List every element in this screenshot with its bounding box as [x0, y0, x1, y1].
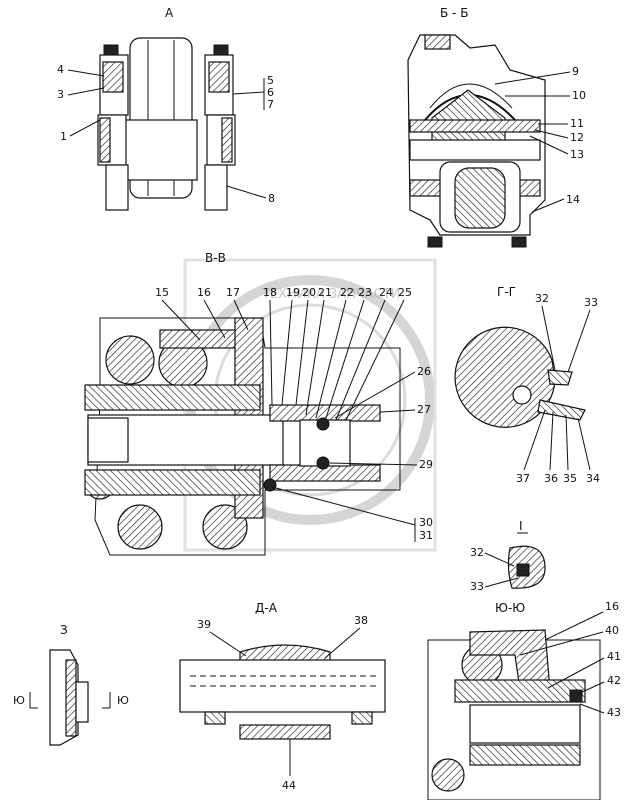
- callout-i-32: 32: [470, 546, 484, 559]
- watermark-text: ТЕХНИКА ЗАПЧАСТИ: [261, 287, 400, 302]
- callout-33: 33: [584, 296, 598, 309]
- view-gg-title: Г-Г: [497, 285, 516, 299]
- callout-16: 16: [197, 286, 211, 299]
- view-aa-bottom-cap: [239, 724, 331, 740]
- view-gg: Г-Г 32 33 37 36 35 34: [454, 285, 600, 485]
- callout-13: 13: [570, 148, 584, 161]
- callout-38: 38: [354, 614, 368, 627]
- callout-17: 17: [226, 286, 240, 299]
- callout-5: 5: [267, 74, 274, 87]
- view-gg-disk: [454, 326, 556, 428]
- view-vv: В-В 15 16 17 18 19 20 21 22 23 24 25: [84, 251, 433, 556]
- view-a: А 4 3 1 5 6 7 8: [57, 6, 275, 211]
- view-gg-clamp-bottom: [537, 399, 586, 421]
- view-bb: Б - Б 9 10 11 12 13 14: [407, 6, 586, 248]
- callout-30: 30: [419, 516, 433, 529]
- callout-43: 43: [607, 706, 621, 719]
- view-aa-top-cap: [239, 644, 331, 663]
- section-mark-right: Ю: [117, 694, 129, 707]
- callout-34: 34: [586, 472, 600, 485]
- view-i-title: I: [519, 519, 523, 533]
- callout-8: 8: [268, 192, 275, 205]
- callout-24: 24: [379, 286, 393, 299]
- callout-9: 9: [572, 65, 579, 78]
- callout-4: 4: [57, 63, 64, 76]
- view-aa-title: Д-А: [255, 601, 278, 615]
- callout-29: 29: [419, 458, 433, 471]
- callout-35: 35: [563, 472, 577, 485]
- callout-41: 41: [607, 650, 621, 663]
- view-yuyu: Ю-Ю 16 40 41 42 43: [427, 600, 621, 801]
- callout-32: 32: [535, 292, 549, 305]
- callout-25: 25: [398, 286, 412, 299]
- callout-19: 19: [286, 286, 300, 299]
- callout-23: 23: [358, 286, 372, 299]
- view-gg-clamp-top: [547, 369, 573, 386]
- view-vv-title: В-В: [205, 251, 226, 265]
- callout-20: 20: [302, 286, 316, 299]
- callout-27: 27: [417, 403, 431, 416]
- callout-18: 18: [263, 286, 277, 299]
- callout-yuyu-16: 16: [605, 600, 619, 613]
- view-a-title: А: [165, 6, 174, 20]
- callout-i-33: 33: [470, 580, 484, 593]
- view-z: З Ю Ю: [13, 623, 129, 746]
- callout-1: 1: [60, 130, 67, 143]
- section-mark-left: Ю: [13, 694, 25, 707]
- callout-36: 36: [544, 472, 558, 485]
- callout-40: 40: [605, 624, 619, 637]
- callout-31: 31: [419, 529, 433, 542]
- callout-14: 14: [566, 193, 580, 206]
- view-vv-ball-upper: [105, 335, 155, 385]
- callout-10: 10: [572, 89, 586, 102]
- view-i: I 32 33: [470, 519, 546, 593]
- view-yuyu-title: Ю-Ю: [495, 601, 525, 615]
- view-z-title: З: [60, 623, 68, 637]
- callout-15: 15: [155, 286, 169, 299]
- callout-42: 42: [607, 674, 621, 687]
- callout-12: 12: [570, 131, 584, 144]
- callout-26: 26: [417, 365, 431, 378]
- callout-3: 3: [57, 88, 64, 101]
- view-aa: Д-А 38 39 44: [179, 601, 386, 792]
- view-bb-title: Б - Б: [440, 6, 468, 20]
- callout-7: 7: [267, 98, 274, 111]
- callout-21: 21: [318, 286, 332, 299]
- callout-11: 11: [570, 117, 584, 130]
- callout-6: 6: [267, 86, 274, 99]
- callout-44: 44: [282, 779, 296, 792]
- callout-22: 22: [340, 286, 354, 299]
- callout-37: 37: [516, 472, 530, 485]
- callout-39: 39: [197, 618, 211, 631]
- view-yuyu-shaft: [469, 704, 581, 744]
